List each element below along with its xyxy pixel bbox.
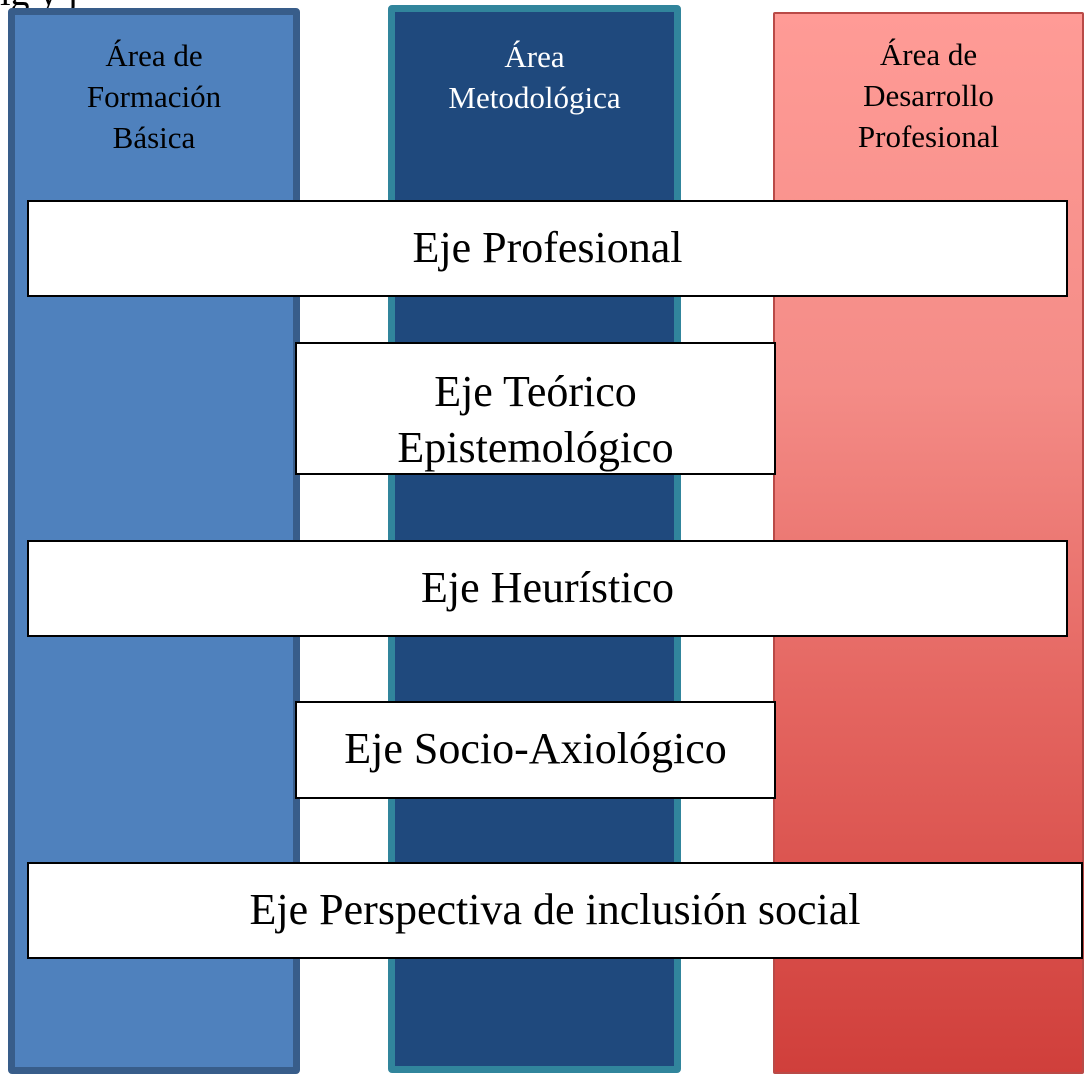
axis-socio-axiologico: Eje Socio-Axiológico xyxy=(295,701,776,799)
axis-teorico-epistemologico: Eje Teórico Epistemológico xyxy=(295,342,776,475)
axis-perspectiva-inclusion-social: Eje Perspectiva de inclusión social xyxy=(27,862,1083,959)
axis-heuristico: Eje Heurístico xyxy=(27,540,1068,637)
area-metodologica-label: Área Metodológica xyxy=(448,39,621,115)
area-desarrollo-profesional-label: Área de Desarrollo Profesional xyxy=(857,37,1000,154)
area-formacion-basica-label: Área de Formación Básica xyxy=(86,38,222,155)
axis-profesional: Eje Profesional xyxy=(27,200,1068,297)
